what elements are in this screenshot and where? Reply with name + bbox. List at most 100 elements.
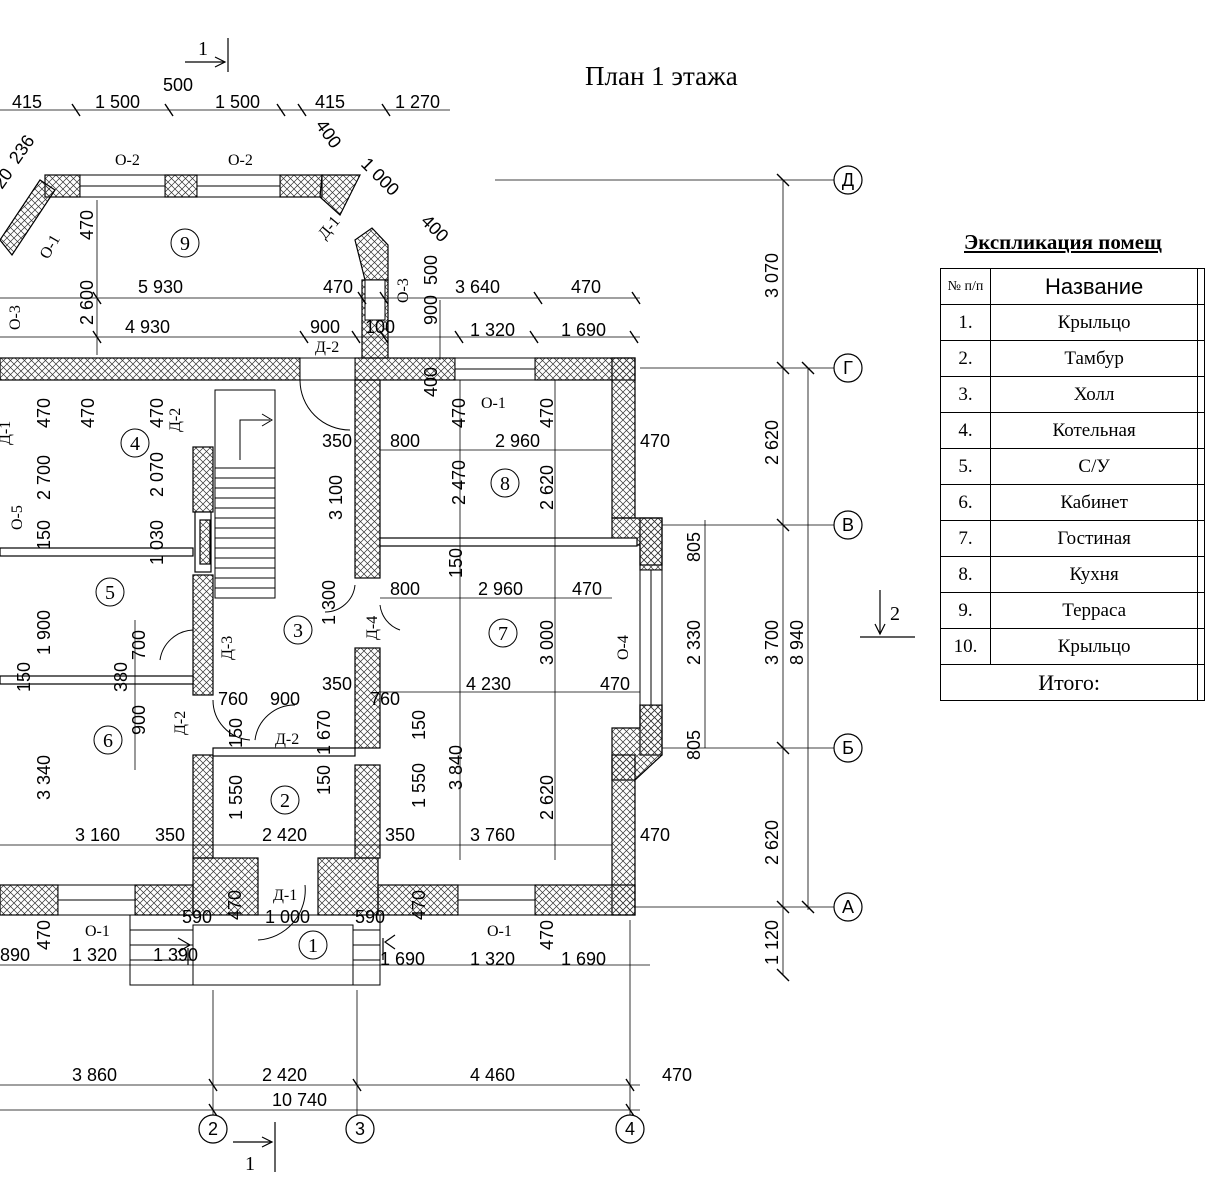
- room-schedule-table: № п/п Название 1.Крыльцо 2.Тамбур 3.Холл…: [939, 268, 1205, 701]
- svg-text:470: 470: [662, 1065, 692, 1085]
- row-name: Тамбур: [990, 340, 1199, 377]
- svg-text:900: 900: [310, 317, 340, 337]
- svg-text:900: 900: [270, 689, 300, 709]
- tag-d2-vestibule: Д-2: [275, 731, 299, 748]
- svg-text:470: 470: [572, 579, 602, 599]
- svg-text:470: 470: [77, 210, 97, 240]
- table-row: 1.Крыльцо: [939, 304, 1205, 341]
- svg-text:В: В: [842, 515, 854, 535]
- svg-text:380: 380: [111, 662, 131, 692]
- svg-text:4 230: 4 230: [466, 674, 511, 694]
- row-no: 3.: [939, 376, 992, 413]
- room-schedule-title: Экспликация помещ: [964, 230, 1162, 254]
- svg-text:890: 890: [0, 945, 30, 965]
- total-label: Итого:: [939, 664, 1199, 701]
- svg-text:2 960: 2 960: [478, 579, 523, 599]
- svg-text:400: 400: [417, 211, 452, 246]
- axis-a-marker: А: [833, 892, 863, 922]
- svg-text:470: 470: [78, 398, 98, 428]
- row-area: [1197, 556, 1205, 593]
- svg-text:8 940: 8 940: [787, 620, 807, 665]
- row-name: Терраса: [990, 592, 1199, 629]
- row-area: [1197, 520, 1205, 557]
- tag-o2-left: О-2: [115, 152, 140, 169]
- svg-text:9: 9: [180, 233, 190, 255]
- svg-text:1 550: 1 550: [226, 775, 246, 820]
- section-2-label: 2: [890, 603, 900, 625]
- tag-d1-left: Д-1: [0, 421, 14, 445]
- dimension-text: 500 415 1 500 1 500 415 1 270 236 20 400…: [0, 75, 807, 1110]
- tag-o1-terrace: О-1: [37, 232, 64, 262]
- svg-text:400: 400: [421, 367, 441, 397]
- row-name: Котельная: [990, 412, 1199, 449]
- svg-text:800: 800: [390, 579, 420, 599]
- axis-g-marker: Г: [833, 353, 863, 383]
- tag-o1-bottom-left: О-1: [85, 923, 110, 940]
- tag-o5: О-5: [9, 505, 26, 530]
- svg-text:470: 470: [537, 920, 557, 950]
- svg-text:470: 470: [571, 277, 601, 297]
- svg-text:3: 3: [293, 620, 303, 642]
- svg-text:900: 900: [421, 295, 441, 325]
- svg-text:590: 590: [355, 907, 385, 927]
- svg-text:2 470: 2 470: [449, 460, 469, 505]
- svg-text:1 270: 1 270: [395, 92, 440, 112]
- dimension-lines: [0, 109, 835, 1120]
- svg-text:3 100: 3 100: [326, 475, 346, 520]
- tag-o3-left: О-3: [7, 305, 24, 330]
- table-row: 10.Крыльцо: [939, 628, 1205, 665]
- svg-text:100: 100: [365, 317, 395, 337]
- svg-text:800: 800: [390, 431, 420, 451]
- svg-text:1 670: 1 670: [314, 710, 334, 755]
- table-header-row: № п/п Название: [939, 268, 1205, 305]
- svg-text:470: 470: [323, 277, 353, 297]
- windows: [57, 174, 663, 916]
- svg-text:2 620: 2 620: [762, 420, 782, 465]
- svg-text:150: 150: [226, 718, 246, 748]
- svg-text:2: 2: [280, 790, 290, 812]
- svg-text:2 620: 2 620: [762, 820, 782, 865]
- svg-text:805: 805: [684, 730, 704, 760]
- svg-text:3 340: 3 340: [34, 755, 54, 800]
- header-name: Название: [990, 268, 1199, 305]
- svg-text:8: 8: [500, 473, 510, 495]
- axis-3-marker: 3: [345, 1114, 375, 1144]
- plan-title: План 1 этажа: [585, 61, 738, 91]
- row-name: Кухня: [990, 556, 1199, 593]
- tag-o3-right: О-3: [395, 278, 412, 303]
- svg-text:1 550: 1 550: [409, 763, 429, 808]
- svg-text:150: 150: [446, 548, 466, 578]
- row-name: Холл: [990, 376, 1199, 413]
- svg-text:2 620: 2 620: [537, 465, 557, 510]
- svg-text:2 420: 2 420: [262, 825, 307, 845]
- svg-text:1 300: 1 300: [319, 580, 339, 625]
- row-area: [1197, 340, 1205, 377]
- row-name: С/У: [990, 448, 1199, 485]
- svg-text:4: 4: [130, 433, 140, 455]
- room-3-number: 3: [283, 615, 313, 645]
- svg-text:470: 470: [225, 890, 245, 920]
- svg-text:805: 805: [684, 532, 704, 562]
- room-numbers: 1 2 3 4 5 6 7 8 9: [93, 228, 520, 960]
- svg-text:3 700: 3 700: [762, 620, 782, 665]
- row-no: 9.: [939, 592, 992, 629]
- svg-text:350: 350: [322, 431, 352, 451]
- svg-text:700: 700: [129, 630, 149, 660]
- room-9-number: 9: [170, 228, 200, 258]
- table-row: 9.Терраса: [939, 592, 1205, 629]
- row-area: [1197, 412, 1205, 449]
- svg-text:350: 350: [155, 825, 185, 845]
- svg-text:470: 470: [449, 398, 469, 428]
- svg-text:3 000: 3 000: [537, 620, 557, 665]
- row-name: Крыльцо: [990, 628, 1199, 665]
- svg-text:1 000: 1 000: [265, 907, 310, 927]
- svg-text:2 070: 2 070: [147, 452, 167, 497]
- row-area: [1197, 304, 1205, 341]
- svg-text:350: 350: [322, 674, 352, 694]
- svg-text:20: 20: [0, 164, 17, 192]
- svg-text:1 690: 1 690: [380, 949, 425, 969]
- axis-d-marker: Д: [833, 165, 863, 195]
- svg-text:3 840: 3 840: [446, 745, 466, 790]
- porch-steps: [129, 914, 381, 986]
